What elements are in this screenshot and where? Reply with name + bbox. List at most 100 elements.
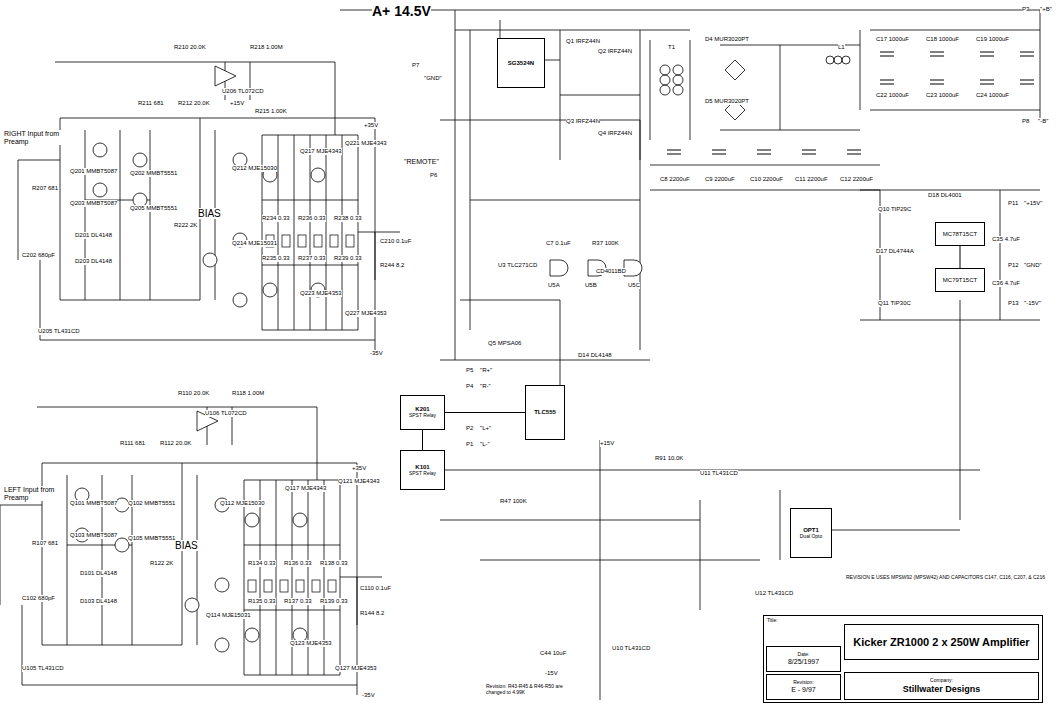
component-label: Q127 MJE4353	[335, 665, 377, 672]
component-label: C210 0.1uF	[380, 238, 411, 245]
component-label: Q227 MJE4353	[345, 310, 387, 317]
component-label: R91 10.0K	[655, 455, 683, 462]
component-label: C36 4.7uF	[992, 280, 1020, 287]
component-label: C44 10uF	[540, 650, 566, 657]
component-label: R207 681	[32, 185, 58, 192]
component-label: +35V	[352, 465, 366, 472]
component-label: R144 8.2	[360, 610, 384, 617]
component-label: P1	[466, 441, 473, 448]
component-label: RIGHT Input from Preamp	[4, 130, 66, 145]
component-label: "L-"	[480, 441, 490, 448]
component-label: Q212 MJE15030	[232, 165, 277, 172]
title-cell: Kicker ZR1000 2 x 250W Amplifier	[844, 624, 1039, 660]
component-label: Q114 MJE15031	[206, 612, 251, 619]
component-label: R235 0.33	[262, 255, 290, 262]
component-label: C18 1000uF	[926, 36, 959, 43]
title-block: Title: Kicker ZR1000 2 x 250W AmplifierCo…	[763, 615, 1043, 703]
component-label: C102 680pF	[22, 595, 55, 602]
component-label: U11 TL431CD	[700, 470, 738, 477]
component-label: C22 1000uF	[876, 92, 909, 99]
component-label: D18 DL4001	[928, 192, 962, 199]
component-label: R244 8.2	[380, 262, 404, 269]
component-label: +35V	[364, 122, 378, 129]
ic-box: SG3524N	[497, 38, 545, 88]
component-label: REVISION E USES MPSW92 (MPSW42) AND CAPA…	[846, 575, 1056, 581]
component-label: Q2 IRFZ44N	[598, 48, 632, 55]
node-text: 8/25/1997	[770, 658, 837, 666]
component-label: P7	[412, 62, 419, 69]
component-label: C110 0.1uF	[360, 585, 391, 592]
component-label: Q202 MMBT5551	[130, 170, 177, 177]
component-label: U205 TL431CD	[38, 328, 80, 335]
component-label: "REMOTE"	[404, 158, 439, 166]
node-text: E - 9/97	[770, 686, 837, 694]
relay-box: K201SPST Relay	[400, 395, 445, 430]
component-label: Q103 MMBT5087	[70, 532, 117, 539]
component-label: P8	[1022, 118, 1029, 125]
component-label: U106 TL072CD	[205, 410, 247, 417]
component-label: R137 0.33	[284, 598, 312, 605]
component-label: R138 0.33	[320, 560, 348, 567]
component-label: CD4011BD	[596, 268, 626, 275]
component-label: -35V	[362, 692, 375, 699]
component-label: P3	[1022, 6, 1029, 13]
node-text: MC78T15CT	[939, 231, 981, 238]
component-label: U5B	[585, 282, 597, 289]
component-label: Q1 IRFZ44N	[566, 38, 600, 45]
component-label: "R+"	[480, 367, 492, 374]
component-label: R239 0.33	[334, 255, 362, 262]
component-label: C7 0.1uF	[546, 240, 571, 247]
logic-gates	[550, 260, 642, 276]
regulator-box: MC78T15CT	[935, 222, 985, 246]
component-label: "L+"	[480, 425, 491, 432]
component-label: R210 20.0K	[174, 44, 206, 51]
component-label: C9 2200uF	[705, 176, 735, 183]
component-label: C10 2200uF	[750, 176, 783, 183]
component-label: P11	[1008, 200, 1018, 207]
component-label: R234 0.33	[262, 215, 290, 222]
component-label: Q121 MJE4343	[338, 478, 380, 485]
component-label: Q10 TIP29C	[878, 206, 911, 213]
component-label: "-15V"	[1024, 300, 1041, 307]
component-label: U12 TL431CD	[755, 590, 793, 597]
component-label: C24 1000uF	[976, 92, 1009, 99]
component-label: Q101 MMBT5087	[70, 500, 117, 507]
component-label: Revision: R43-R45 & R46-R50 are changed …	[486, 684, 581, 695]
component-label: R110 20.0K	[178, 390, 209, 397]
component-label: BIAS	[198, 208, 221, 219]
component-label: R111 681	[120, 440, 145, 447]
component-label: C11 2200uF	[795, 176, 828, 183]
transformer-symbol	[660, 56, 850, 95]
date-cell: Date:8/25/1997	[766, 646, 841, 672]
node-text: SPST Relay	[404, 471, 441, 477]
component-label: D14 DL4148	[578, 352, 612, 359]
node-text: SPST Relay	[404, 413, 441, 419]
wire-connector	[422, 430, 423, 450]
component-label: Q102 MMBT5551	[128, 500, 175, 507]
component-label: "GND"	[1024, 262, 1042, 269]
node-text: Title:	[767, 618, 1039, 624]
regulator-box: MC79T15CT	[935, 268, 985, 292]
component-label: Q5 MPSA06	[488, 340, 521, 347]
wire-connector	[960, 246, 961, 268]
component-label: D4 MUR3020PT	[705, 36, 749, 43]
component-label: C202 680pF	[22, 252, 55, 259]
node-text: TLC555	[529, 409, 561, 416]
component-label: R135 0.33	[248, 598, 276, 605]
component-label: C17 1000uF	[876, 36, 909, 43]
component-label: R212 20.0K	[178, 100, 210, 107]
component-label: R112 20.0K	[160, 440, 191, 447]
component-label: R134 0.33	[248, 560, 276, 567]
diode-bridge	[725, 60, 745, 120]
component-label: BIAS	[175, 540, 198, 551]
component-label: "R-"	[480, 383, 491, 390]
component-label: R37 100K	[592, 240, 619, 247]
company-cell: Company:Stillwater Designs	[844, 672, 1039, 700]
component-label: U105 TL431CD	[22, 665, 64, 672]
component-label: P13	[1008, 300, 1019, 307]
component-label: R238 0.33	[334, 215, 362, 222]
component-label: L1	[838, 44, 845, 51]
node-text: Kicker ZR1000 2 x 250W Amplifier	[848, 636, 1035, 649]
component-label: U3 TLC271CD	[498, 262, 537, 269]
node-text: Company:	[848, 678, 1035, 684]
